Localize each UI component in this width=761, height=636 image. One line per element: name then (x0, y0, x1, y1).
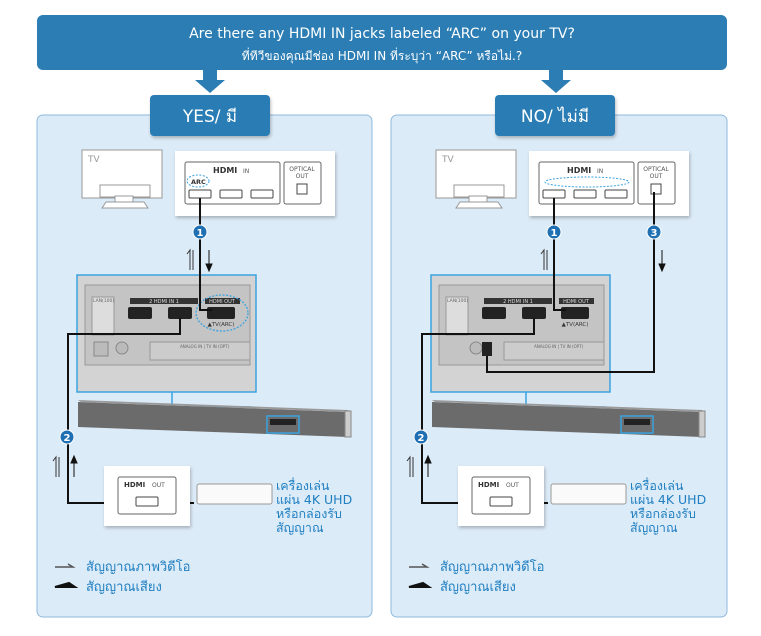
svg-text:HDMI OUT: HDMI OUT (209, 299, 236, 305)
hdmi-port (604, 189, 628, 199)
soundbar-icon (432, 400, 706, 438)
yes-diagram: TV HDMI IN ARC OPTICAL OUT LAN(100) 2 HD… (52, 149, 352, 595)
svg-text:ANALOG IN | TV IN (OPT): ANALOG IN | TV IN (OPT) (180, 344, 230, 349)
svg-text:แผ่น 4K UHD: แผ่น 4K UHD (630, 492, 706, 507)
svg-text:HDMI: HDMI (478, 481, 499, 489)
svg-text:OUT: OUT (506, 482, 519, 489)
audio-arrow-icon (70, 454, 78, 477)
audio-legend-icon (54, 581, 79, 588)
tv-icon: TV (435, 149, 517, 209)
question-english: Are there any HDMI IN jacks labeled “ARC… (189, 26, 575, 42)
svg-text:สัญญาณเสียง: สัญญาณเสียง (440, 579, 516, 595)
svg-text:ANALOG IN | TV IN (OPT): ANALOG IN | TV IN (OPT) (534, 344, 584, 349)
svg-text:สัญญาณเสียง: สัญญาณเสียง (86, 579, 162, 595)
svg-text:2 HDMI IN 1: 2 HDMI IN 1 (503, 299, 533, 305)
audio-arrow-icon (424, 454, 432, 477)
arc-highlight (186, 174, 210, 188)
hdmi-port (188, 189, 212, 199)
hdmi-port (542, 189, 566, 199)
down-arrow-icon (541, 70, 571, 93)
svg-text:OUT: OUT (152, 482, 165, 489)
svg-text:OPTICAL: OPTICAL (289, 166, 315, 173)
svg-text:ARC: ARC (191, 178, 206, 186)
svg-text:IN: IN (243, 168, 249, 175)
svg-text:สัญญาณภาพวิดีโอ: สัญญาณภาพวิดีโอ (440, 559, 544, 575)
player-jack-panel (104, 466, 190, 526)
hdmi-port (573, 189, 597, 199)
svg-text:2 HDMI IN 1: 2 HDMI IN 1 (149, 299, 179, 305)
svg-text:สัญญาณ: สัญญาณ (276, 520, 324, 535)
arc-highlight (195, 294, 249, 332)
svg-text:▲TV(ARC): ▲TV(ARC) (562, 322, 589, 328)
uhd-player-icon (196, 483, 273, 505)
question-thai: ที่ทีวีของคุณมีช่อง HDMI IN ที่ระบุว่า “… (242, 47, 522, 64)
badge-2: 2 (64, 433, 71, 444)
no-arc-highlight (544, 176, 630, 188)
player-jack-panel (458, 466, 544, 526)
svg-text:OUT: OUT (296, 173, 309, 180)
svg-text:LAN(100): LAN(100) (447, 298, 468, 304)
svg-text:HDMI: HDMI (567, 166, 591, 175)
video-legend-icon (55, 563, 76, 568)
optical-port (650, 183, 662, 195)
optical-port (296, 183, 308, 195)
down-arrow-icon (195, 70, 225, 93)
video-arrow-icon (540, 248, 548, 270)
svg-text:HDMI: HDMI (124, 481, 145, 489)
badge-2: 2 (418, 433, 425, 444)
hdmi-port (219, 189, 243, 199)
hdmi-port (250, 189, 274, 199)
soundbar-icon (78, 400, 352, 438)
optical-cable-3 (486, 192, 655, 373)
svg-text:หรือกล่องรับ: หรือกล่องรับ (630, 506, 696, 521)
svg-text:เครื่องเล่น: เครื่องเล่น (630, 477, 684, 493)
audio-arrow-icon (205, 250, 213, 273)
svg-text:หรือกล่องรับ: หรือกล่องรับ (276, 506, 342, 521)
svg-text:LAN(100): LAN(100) (93, 298, 114, 304)
svg-text:YES/ มี: YES/ มี (182, 107, 237, 127)
audio-legend-icon (408, 581, 433, 588)
uhd-player-icon (550, 483, 627, 505)
badge-3: 3 (651, 228, 658, 239)
svg-text:HDMI OUT: HDMI OUT (563, 299, 590, 305)
svg-text:TV: TV (87, 155, 100, 165)
svg-text:HDMI: HDMI (213, 166, 237, 175)
svg-text:IN: IN (597, 168, 603, 175)
svg-text:NO/ ไม่มี: NO/ ไม่มี (521, 106, 589, 127)
audio-arrow-icon (658, 250, 666, 273)
svg-text:แผ่น 4K UHD: แผ่น 4K UHD (276, 492, 352, 507)
svg-text:OPTICAL: OPTICAL (643, 166, 669, 173)
svg-text:สัญญาณภาพวิดีโอ: สัญญาณภาพวิดีโอ (86, 559, 190, 575)
tv-icon: TV (81, 149, 163, 209)
badge-1: 1 (551, 228, 558, 239)
video-arrow-icon (52, 455, 60, 477)
video-arrow-icon (406, 455, 414, 477)
yes-label: YES/ มี (150, 95, 270, 136)
video-legend-icon (409, 563, 430, 568)
question-banner: Are there any HDMI IN jacks labeled “ARC… (37, 15, 727, 70)
svg-text:TV: TV (441, 155, 454, 165)
svg-text:สัญญาณ: สัญญาณ (630, 520, 678, 535)
svg-text:▲TV(ARC): ▲TV(ARC) (208, 322, 235, 328)
no-label: NO/ ไม่มี (495, 95, 615, 136)
svg-text:OUT: OUT (650, 173, 663, 180)
video-arrow-icon (186, 248, 194, 270)
no-diagram: TV HDMI IN OPTICAL OUT LAN(100) 2 HDMI I… (406, 149, 706, 595)
badge-1: 1 (197, 228, 204, 239)
svg-text:เครื่องเล่น: เครื่องเล่น (276, 477, 330, 493)
